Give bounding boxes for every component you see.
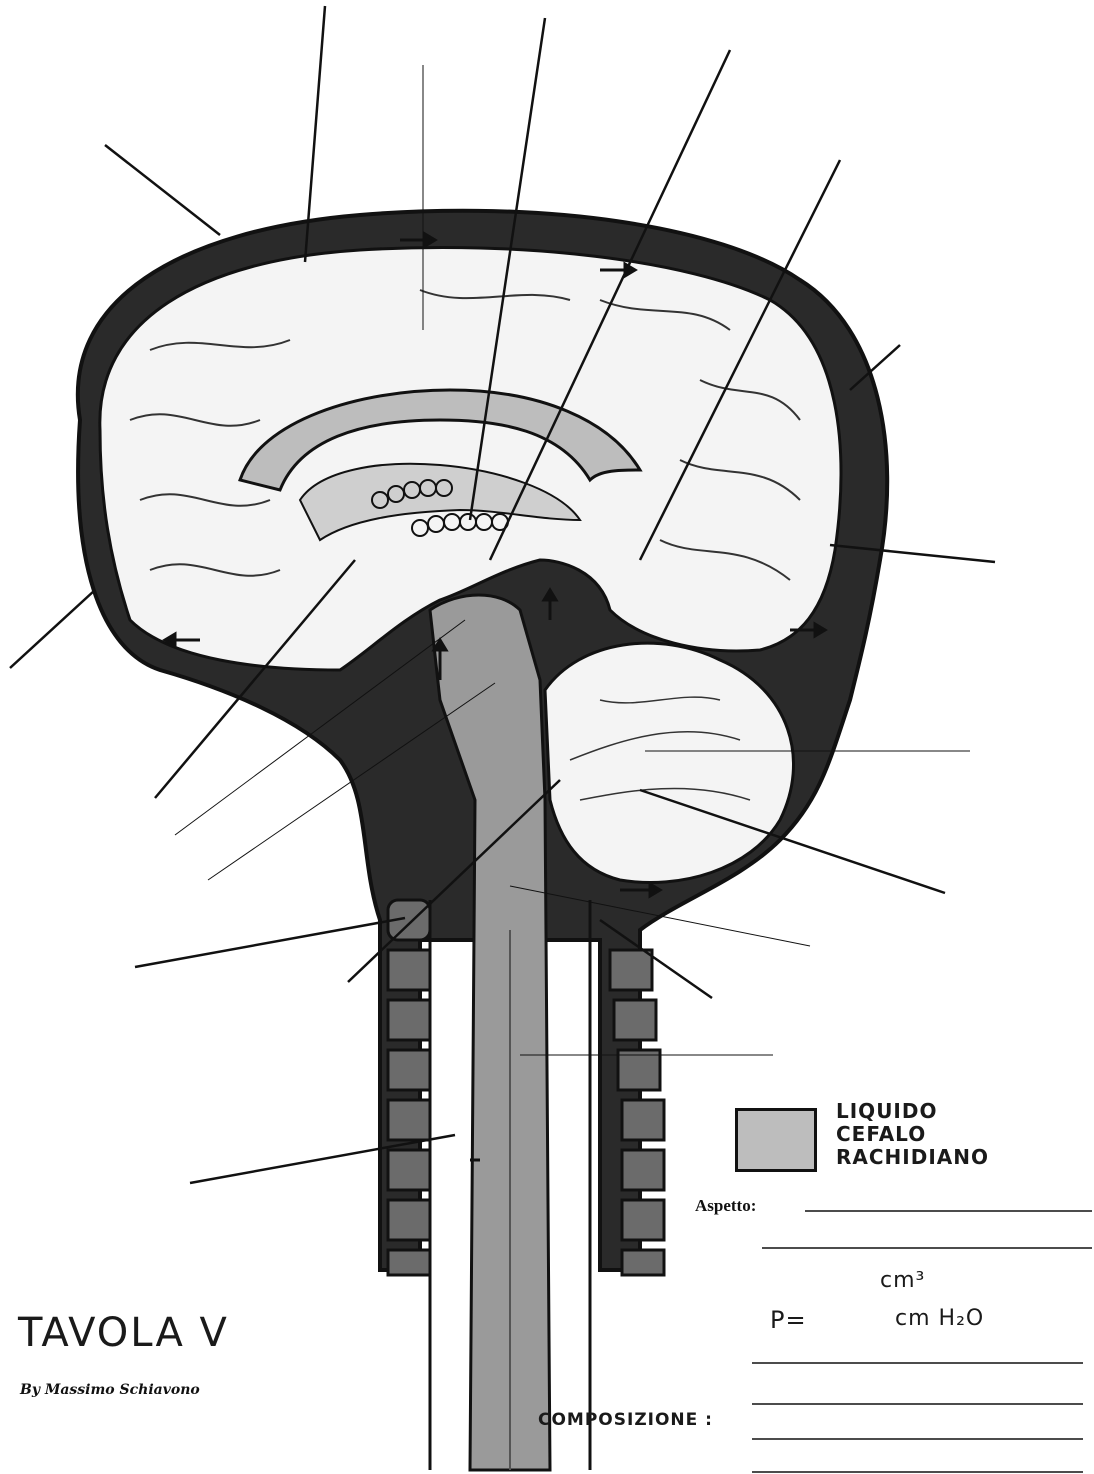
brainstem bbox=[430, 595, 550, 1470]
aspetto-label: Aspetto: bbox=[695, 1196, 756, 1216]
pressure-unit: cm H₂O bbox=[895, 1306, 984, 1331]
plate-author: By Massimo Schiavono bbox=[20, 1382, 200, 1398]
volume-unit: cm³ bbox=[880, 1268, 925, 1293]
pressure-label: P= bbox=[770, 1306, 807, 1334]
legend-label-line2: CEFALO bbox=[836, 1123, 926, 1146]
legend-label-line1: LIQUIDO bbox=[836, 1100, 937, 1123]
composition-label: COMPOSIZIONE : bbox=[538, 1410, 713, 1430]
legend-label-line3: RACHIDIANO bbox=[836, 1146, 989, 1169]
vertebrae-left bbox=[388, 900, 430, 1275]
plate-title: TAVOLA V bbox=[18, 1310, 229, 1356]
csf-legend-swatch bbox=[735, 1108, 817, 1172]
answer-lines bbox=[752, 1211, 1092, 1472]
